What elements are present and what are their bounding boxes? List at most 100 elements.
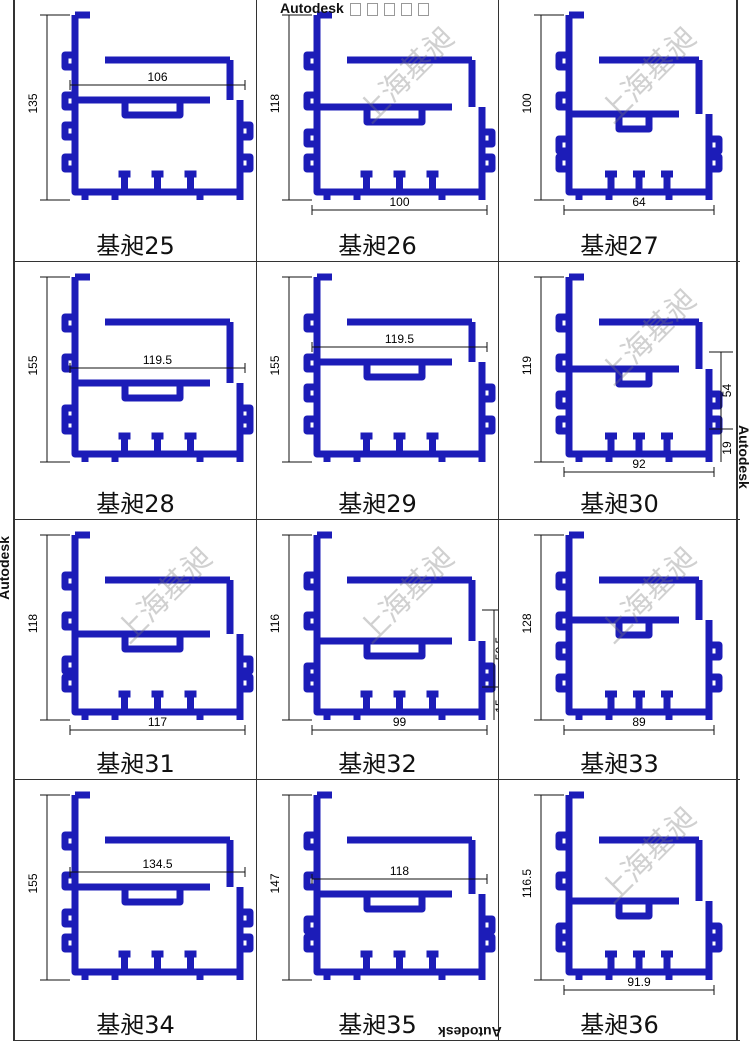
profile-feet <box>81 192 244 200</box>
profile-clip <box>303 91 317 111</box>
profile-clip <box>709 673 723 693</box>
profile-outline <box>71 11 244 196</box>
profile-clip <box>482 415 496 435</box>
profile-outline <box>565 273 713 458</box>
profile-clip <box>61 153 75 173</box>
profile-inner-web <box>347 318 472 381</box>
profile-clip <box>482 383 496 403</box>
profile-clip <box>555 390 569 410</box>
profile-feet <box>575 972 713 980</box>
profile-slot <box>360 432 373 454</box>
profile-clip <box>482 673 496 693</box>
profile-clip <box>303 383 317 403</box>
horizontal-dimension-line <box>311 342 488 352</box>
profile-slot <box>393 690 406 712</box>
profile-clip <box>709 135 723 155</box>
horizontal-dimension-value: 119.5 <box>143 353 172 367</box>
horizontal-dimension-line <box>311 874 488 884</box>
horizontal-dimension-value: 100 <box>389 195 409 209</box>
profile-feet <box>323 712 486 720</box>
vertical-dimension-value: 119 <box>520 356 534 375</box>
vertical-dimension-line <box>40 794 70 981</box>
vertical-dimension-line <box>534 14 564 201</box>
horizontal-dimension-value: 134.5 <box>142 857 172 871</box>
horizontal-dimension-value: 106 <box>147 70 167 84</box>
profile-clip <box>61 415 75 435</box>
vertical-dimension-value: 155 <box>26 873 40 893</box>
profile-slot <box>426 432 439 454</box>
profile-clip <box>303 153 317 173</box>
profile-drawing: 155 134.5 <box>26 791 254 981</box>
profile-slot <box>633 690 645 712</box>
profile-clip <box>709 933 723 953</box>
profile-drawing: 116.591.9 <box>520 791 723 995</box>
profile-slot <box>118 170 131 192</box>
profile-slot <box>151 950 164 972</box>
profile-clip <box>555 51 569 71</box>
profile-slot <box>184 950 197 972</box>
extra-dimension-value: 50.5 <box>493 636 498 660</box>
profile-label: 基昶36 <box>580 1011 659 1039</box>
profile-clip <box>303 353 317 373</box>
profile-clip <box>61 313 75 333</box>
profile-clip <box>240 153 254 173</box>
horizontal-dimension-line <box>563 985 715 995</box>
extra-dimension-line <box>482 609 498 720</box>
profile-clip <box>61 933 75 953</box>
profile-clip <box>240 655 254 675</box>
profile-clip <box>555 871 569 891</box>
profile-slot <box>151 170 164 192</box>
vertical-dimension-value: 116 <box>268 614 282 633</box>
profile-outline <box>565 531 713 716</box>
horizontal-dimension-line <box>69 867 246 877</box>
profile-clip <box>240 415 254 435</box>
profile-clip <box>482 933 496 953</box>
profile-slot <box>426 170 439 192</box>
profile-clip <box>555 153 569 173</box>
profile-inner-web <box>347 836 472 913</box>
profile-label: 基昶28 <box>96 490 175 518</box>
profile-slot <box>184 170 197 192</box>
profile-clip <box>61 831 75 851</box>
profile-clip <box>61 121 75 141</box>
extra-dimension-line <box>709 351 733 462</box>
autodesk-right-text: Autodesk <box>736 425 750 489</box>
profile-outline <box>71 531 244 716</box>
profile-label: 基昶32 <box>338 750 417 778</box>
profile-clip <box>240 933 254 953</box>
profile-clip <box>61 91 75 111</box>
profile-clip <box>709 153 723 173</box>
profile-clip <box>555 933 569 953</box>
profile-slot <box>151 690 164 712</box>
profile-slot <box>184 432 197 454</box>
profile-slot <box>393 170 406 192</box>
horizontal-dimension-value: 91.9 <box>627 975 651 989</box>
profile-clip <box>555 91 569 111</box>
profile-inner-web <box>599 576 699 639</box>
profile-feet <box>575 454 713 462</box>
profile-clip <box>61 611 75 631</box>
profile-slot <box>426 690 439 712</box>
profile-slot <box>605 690 617 712</box>
vertical-dimension-line <box>282 14 312 201</box>
profile-slot <box>184 690 197 712</box>
profile-slot <box>661 690 673 712</box>
profile-clip <box>240 121 254 141</box>
profile-clip <box>303 673 317 693</box>
profile-feet <box>323 454 486 462</box>
horizontal-dimension-line <box>563 725 715 735</box>
profile-slot <box>426 950 439 972</box>
profile-outline <box>313 791 486 976</box>
horizontal-dimension-line <box>311 205 488 215</box>
